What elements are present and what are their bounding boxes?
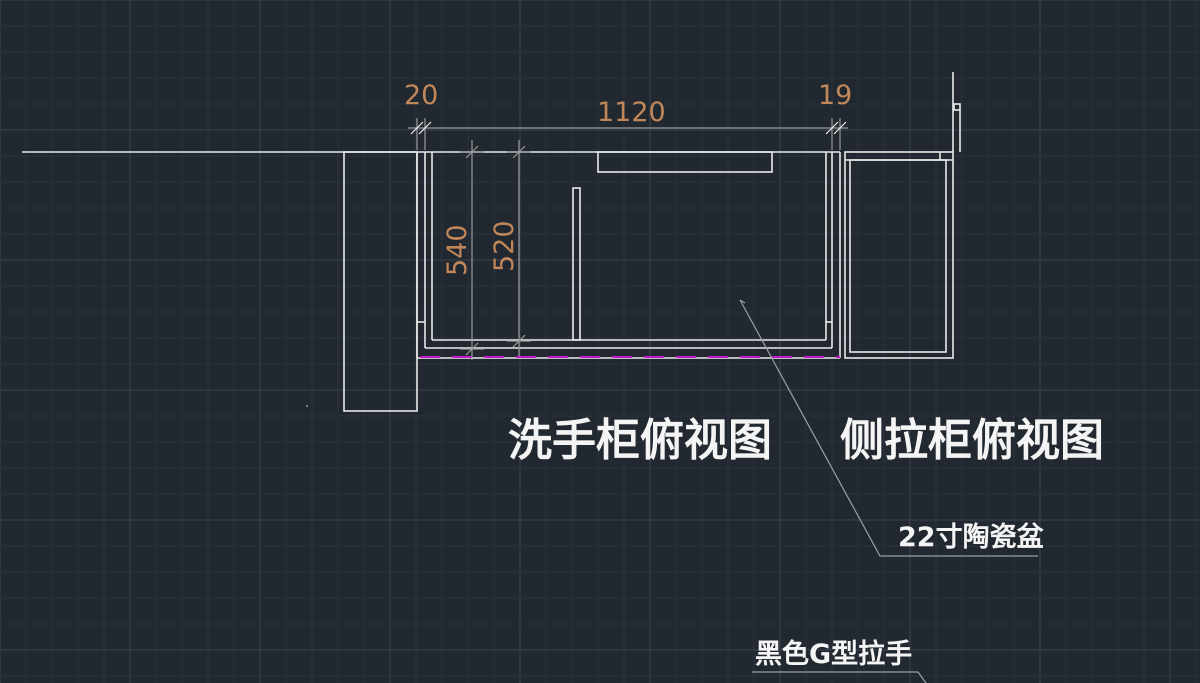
annotations: 洗手柜俯视图 侧拉柜俯视图 22寸陶瓷盆 黑色G型拉手 (508, 415, 1104, 670)
leader-handle-tail (917, 671, 927, 683)
partition-board (572, 187, 581, 341)
dim-left-gap: 20 (404, 80, 438, 111)
dim-depth-outer: 540 (442, 224, 473, 276)
dim-right-gap: 19 (818, 80, 852, 111)
side-pull-cabinet-outline (844, 151, 954, 359)
side-panel-left (343, 151, 418, 412)
dimensions (408, 118, 848, 360)
dim-depth-inner: 520 (489, 220, 520, 272)
leader-basin (739, 299, 1038, 557)
tick-520-top (512, 145, 526, 159)
tick-1 (410, 121, 424, 135)
tick-4 (833, 121, 847, 135)
label-black-g-handle: 黑色G型拉手 (755, 638, 912, 670)
leader-handle (739, 299, 746, 304)
stray-point (306, 405, 308, 407)
tick-3 (825, 121, 839, 135)
title-side-pull-cabinet: 侧拉柜俯视图 (840, 415, 1104, 466)
tick-540-top (465, 145, 479, 159)
leaders (739, 299, 1038, 683)
side-pull-bracket (953, 103, 961, 111)
tick-520-bottom (512, 334, 526, 348)
title-washbasin-cabinet: 洗手柜俯视图 (508, 415, 772, 466)
tick-2 (418, 121, 432, 135)
label-ceramic-basin: 22寸陶瓷盆 (898, 521, 1045, 553)
dimension-texts: 20 1120 19 540 520 (404, 80, 852, 276)
cabinet-linework (22, 72, 961, 412)
dim-width: 1120 (597, 97, 666, 128)
tick-540-bottom (465, 342, 479, 356)
drawer-handle-slot (597, 151, 773, 173)
side-pull-cabinet-inner (849, 159, 947, 353)
